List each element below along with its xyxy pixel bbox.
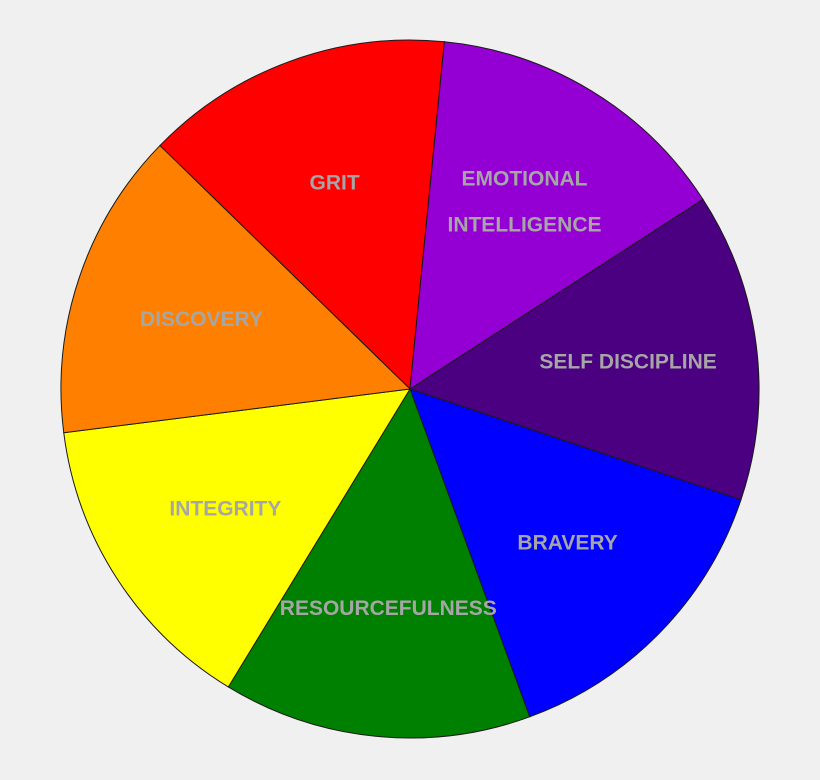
slice-label-line: RESOURCEFULNESS — [280, 597, 497, 620]
slice-label-line: EMOTIONAL — [462, 167, 588, 190]
slice-label-resourcefulness: RESOURCEFULNESS — [280, 597, 497, 620]
pie-labels: GRIT EMOTIONAL INTELLIGENCE SELF DISCIPLINE… — [140, 167, 717, 620]
slice-label-bravery: BRAVERY — [517, 531, 617, 554]
pie-slice-grit — [159, 39, 445, 391]
slice-label-line: BRAVERY — [517, 531, 617, 554]
pie-slice-emotional-intelligence — [409, 41, 704, 390]
slice-label-self-discipline: SELF DISCIPLINE — [539, 350, 716, 373]
slice-label-line: GRIT — [310, 172, 360, 195]
pie-slice-bravery — [409, 388, 742, 718]
pie-slice-integrity — [63, 388, 411, 688]
slice-label-line: INTEGRITY — [169, 498, 281, 521]
pie-slice-discovery — [60, 144, 412, 434]
slice-label-integrity: INTEGRITY — [169, 498, 281, 521]
pie-slice-resourcefulness — [227, 387, 531, 739]
pie-slices — [60, 39, 760, 739]
slice-label-line: SELF DISCIPLINE — [539, 350, 716, 373]
slice-label-grit: GRIT — [310, 172, 360, 195]
pie-slice-self-discipline — [408, 198, 760, 501]
slice-label-line: DISCOVERY — [140, 308, 263, 331]
slice-label-emotional-intelligence: EMOTIONAL INTELLIGENCE — [447, 167, 601, 236]
slice-label-line: INTELLIGENCE — [447, 213, 601, 236]
slice-label-discovery: DISCOVERY — [140, 308, 263, 331]
